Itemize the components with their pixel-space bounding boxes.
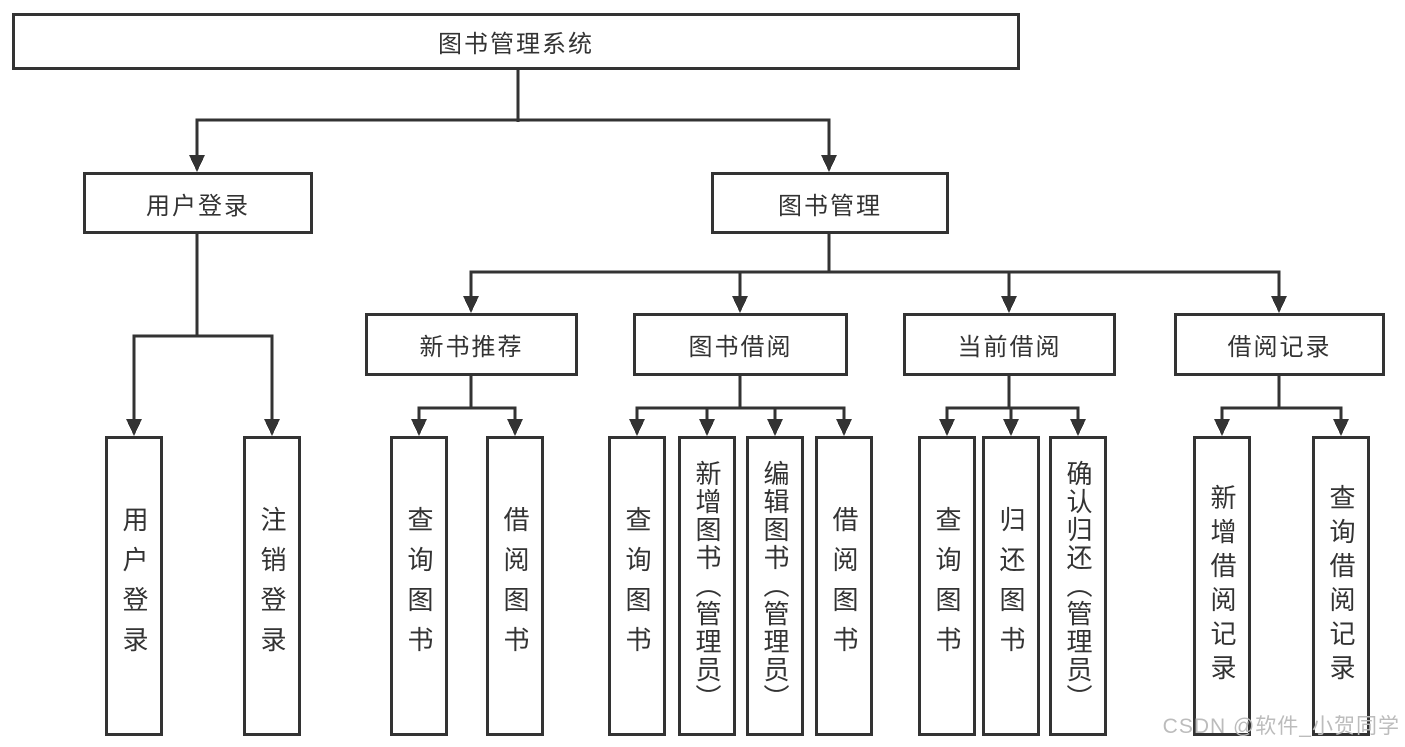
leaf-query-books-2: 查询图书 xyxy=(608,436,666,736)
leaf-edit-books-admin: 编辑图书（管理员） xyxy=(746,436,804,736)
leaf-query-books-1: 查询图书 xyxy=(390,436,448,736)
arrowhead-icon xyxy=(507,419,523,436)
leaf-query-borrow-record: 查询借阅记录 xyxy=(1312,436,1370,736)
arrowhead-icon xyxy=(836,419,852,436)
node-new-book-recommend: 新书推荐 xyxy=(365,313,578,376)
arrowhead-icon xyxy=(1003,419,1019,436)
arrowhead-icon xyxy=(264,419,280,436)
leaf-user-login: 用户登录 xyxy=(105,436,163,736)
arrowhead-icon xyxy=(939,419,955,436)
leaf-borrow-books-2: 借阅图书 xyxy=(815,436,873,736)
leaf-borrow-books-1: 借阅图书 xyxy=(486,436,544,736)
arrowhead-icon xyxy=(629,419,645,436)
leaf-query-books-3: 查询图书 xyxy=(918,436,976,736)
arrowhead-icon xyxy=(1001,296,1017,313)
arrowhead-icon xyxy=(1214,419,1230,436)
node-root: 图书管理系统 xyxy=(12,13,1020,70)
node-book-borrow: 图书借阅 xyxy=(633,313,848,376)
leaf-add-books-admin: 新增图书（管理员） xyxy=(678,436,736,736)
arrowhead-icon xyxy=(767,419,783,436)
arrowhead-icon xyxy=(411,419,427,436)
arrowhead-icon xyxy=(189,155,205,172)
arrowhead-icon xyxy=(821,155,837,172)
node-user-login: 用户登录 xyxy=(83,172,313,234)
leaf-logout: 注销登录 xyxy=(243,436,301,736)
node-book-management: 图书管理 xyxy=(711,172,949,234)
arrowhead-icon xyxy=(699,419,715,436)
node-borrow-record: 借阅记录 xyxy=(1174,313,1385,376)
watermark-text: CSDN @软件_小贺同学 xyxy=(1162,715,1400,738)
arrowhead-icon xyxy=(463,296,479,313)
arrowhead-icon xyxy=(1333,419,1349,436)
leaf-return-books: 归还图书 xyxy=(982,436,1040,736)
arrowhead-icon xyxy=(732,296,748,313)
arrowhead-icon xyxy=(1271,296,1287,313)
arrowhead-icon xyxy=(126,419,142,436)
node-current-borrow: 当前借阅 xyxy=(903,313,1116,376)
leaf-add-borrow-record: 新增借阅记录 xyxy=(1193,436,1251,736)
leaf-confirm-return-admin: 确认归还（管理员） xyxy=(1049,436,1107,736)
arrowhead-icon xyxy=(1070,419,1086,436)
